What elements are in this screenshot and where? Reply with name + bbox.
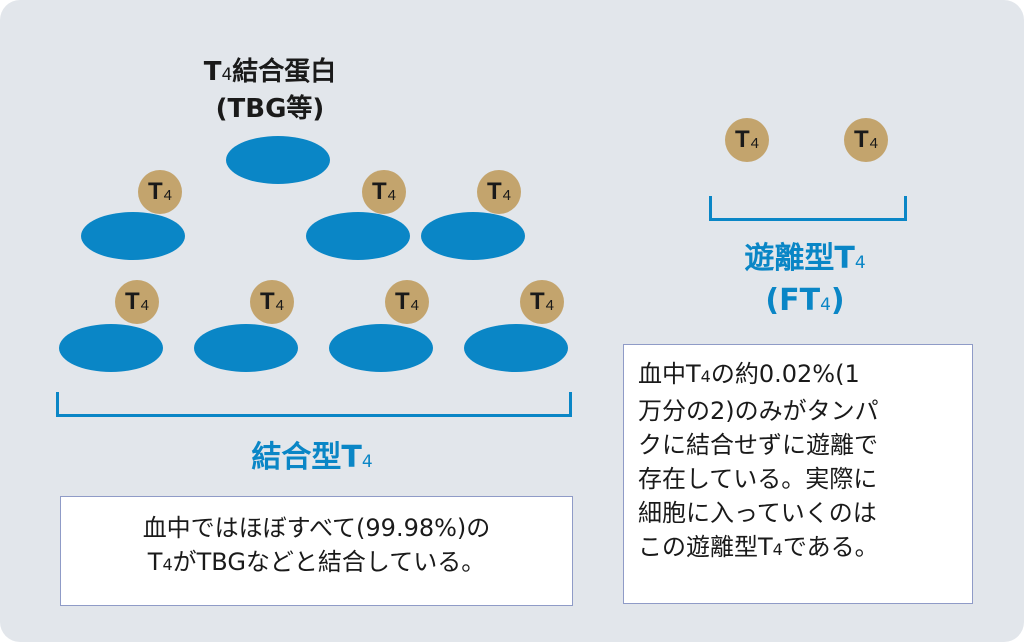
free-bracket [709, 196, 907, 221]
binding-protein [194, 324, 298, 372]
binding-protein [59, 324, 163, 372]
free-note: 血中T4の約0.02%(1 万分の2)のみがタンパ クに結合せずに遊離で 存在し… [623, 344, 973, 604]
binding-protein [421, 212, 525, 260]
binding-protein [464, 324, 568, 372]
binding-protein [329, 324, 433, 372]
bound-note: 血中ではほぼすべて(99.98%)の T4がTBGなどと結合している。 [60, 496, 573, 606]
free-t4-label: 遊離型T4 (FT4) [744, 241, 866, 318]
bound-bracket [56, 392, 572, 417]
binding-protein [81, 212, 185, 260]
bound-t4-label: 結合型T4 [251, 440, 373, 475]
binding-protein [226, 136, 330, 184]
protein-label: T4結合蛋白 (TBG等) [203, 57, 337, 124]
binding-protein [306, 212, 410, 260]
